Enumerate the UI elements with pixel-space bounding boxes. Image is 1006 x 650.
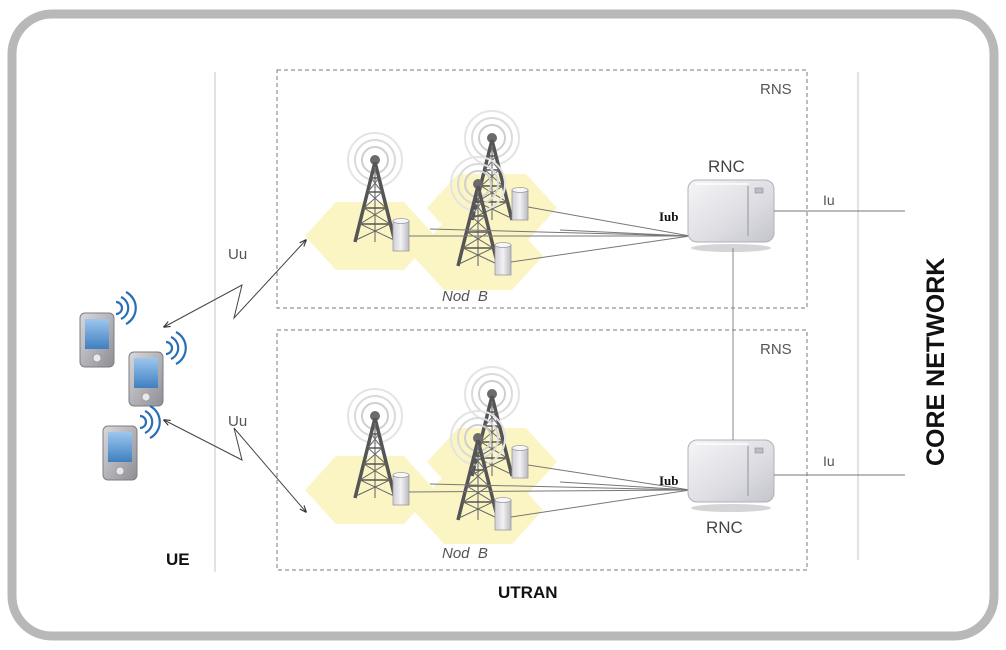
mobile-phone-icon <box>79 312 115 368</box>
uu-label-top: Uu <box>228 246 247 263</box>
uu-link-top <box>164 240 306 327</box>
rns-box-top <box>276 69 808 309</box>
core-network-label: CORE NETWORK <box>922 258 950 466</box>
rns-label-top: RNS <box>760 81 792 98</box>
mobile-phone-icon <box>102 425 138 481</box>
uu-label-bottom: Uu <box>228 413 247 430</box>
rnc-server-icon <box>687 439 775 513</box>
rnc-server-icon <box>687 179 775 253</box>
iub-links-top <box>409 206 691 263</box>
iub-links-bottom <box>408 464 691 518</box>
iu-label-top: Iu <box>823 192 835 208</box>
mobile-phone-icon <box>128 351 164 407</box>
node-b-label-bottom: Nod B <box>442 545 488 562</box>
utran-label: UTRAN <box>498 583 558 602</box>
node-b-label-top: Nod B <box>442 288 488 305</box>
rnc-label-bottom: RNC <box>706 518 743 537</box>
rnc-label-top: RNC <box>708 157 745 176</box>
uu-link-bottom <box>164 420 306 512</box>
iu-label-bottom: Iu <box>823 453 835 469</box>
iub-label-top: Iub <box>659 209 679 224</box>
ue-label: UE <box>166 550 190 569</box>
iub-label-bottom: Iub <box>659 473 679 488</box>
rns-label-bottom: RNS <box>760 341 792 358</box>
